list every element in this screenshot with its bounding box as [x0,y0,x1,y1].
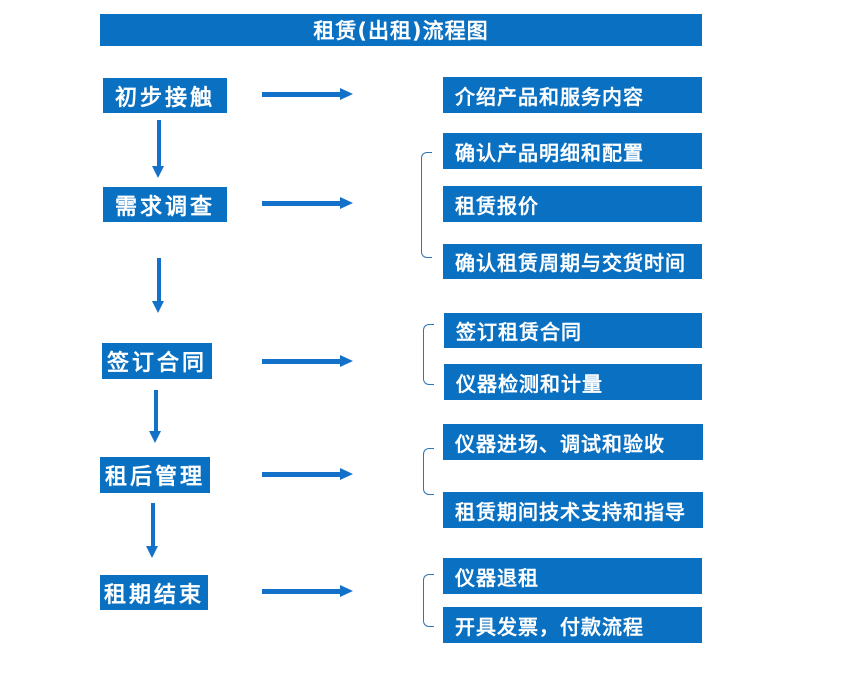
arrow-right-icon [262,468,353,481]
detail-box-instrument-testing: 仪器检测和计量 [444,364,702,400]
detail-label: 开具发票，付款流程 [455,614,644,639]
detail-label: 仪器退租 [455,565,539,590]
detail-box-confirm-product-config: 确认产品明细和配置 [443,133,702,169]
arrow-down-icon [152,258,165,313]
detail-label: 确认产品明细和配置 [455,140,644,165]
arrow-down-icon [149,390,162,443]
arrow-right-icon [262,355,353,368]
stage-label: 签订合同 [106,351,207,376]
detail-box-sign-rental-contract: 签订租赁合同 [444,313,702,348]
detail-label: 仪器进场、调试和验收 [455,431,665,456]
group-bracket-sign-contract [423,324,434,385]
detail-box-tech-support: 租赁期间技术支持和指导 [443,492,703,528]
stage-label: 需求调查 [114,194,215,220]
detail-label: 租赁期间技术支持和指导 [455,499,686,524]
arrow-right-icon [262,197,353,210]
detail-box-instrument-entry-acceptance: 仪器进场、调试和验收 [443,424,703,460]
detail-label: 租赁报价 [455,193,539,218]
arrow-down-icon [152,120,165,178]
arrow-right-icon [262,585,353,598]
stage-box-post-rental-management: 租后管理 [100,457,210,493]
stage-box-sign-contract: 签订合同 [102,343,212,379]
detail-box-confirm-period-delivery: 确认租赁周期与交货时间 [443,244,702,279]
detail-box-introduce-products: 介绍产品和服务内容 [443,77,702,113]
stage-box-demand-survey: 需求调查 [103,187,227,222]
detail-label: 确认租赁周期与交货时间 [455,251,686,275]
detail-box-invoice-payment: 开具发票，付款流程 [443,607,702,643]
stage-box-lease-end: 租期结束 [100,575,208,610]
detail-label: 仪器检测和计量 [456,371,603,396]
title-banner: 租赁(出租)流程图 [100,14,702,46]
arrow-down-icon [146,503,159,558]
detail-label: 介绍产品和服务内容 [455,84,644,109]
detail-box-rental-quote: 租赁报价 [443,186,702,222]
stage-label: 初步接触 [114,85,215,111]
stage-box-initial-contact: 初步接触 [103,78,227,113]
stage-label: 租后管理 [104,465,205,490]
detail-label: 签订租赁合同 [456,320,582,344]
group-bracket-post-rental [423,448,434,495]
detail-box-instrument-return: 仪器退租 [443,558,702,594]
group-bracket-lease-end [423,574,434,627]
group-bracket-demand-survey [421,152,432,258]
stage-label: 租期结束 [103,582,204,608]
page-title: 租赁(出租)流程图 [313,19,489,43]
arrow-right-icon [262,88,353,101]
